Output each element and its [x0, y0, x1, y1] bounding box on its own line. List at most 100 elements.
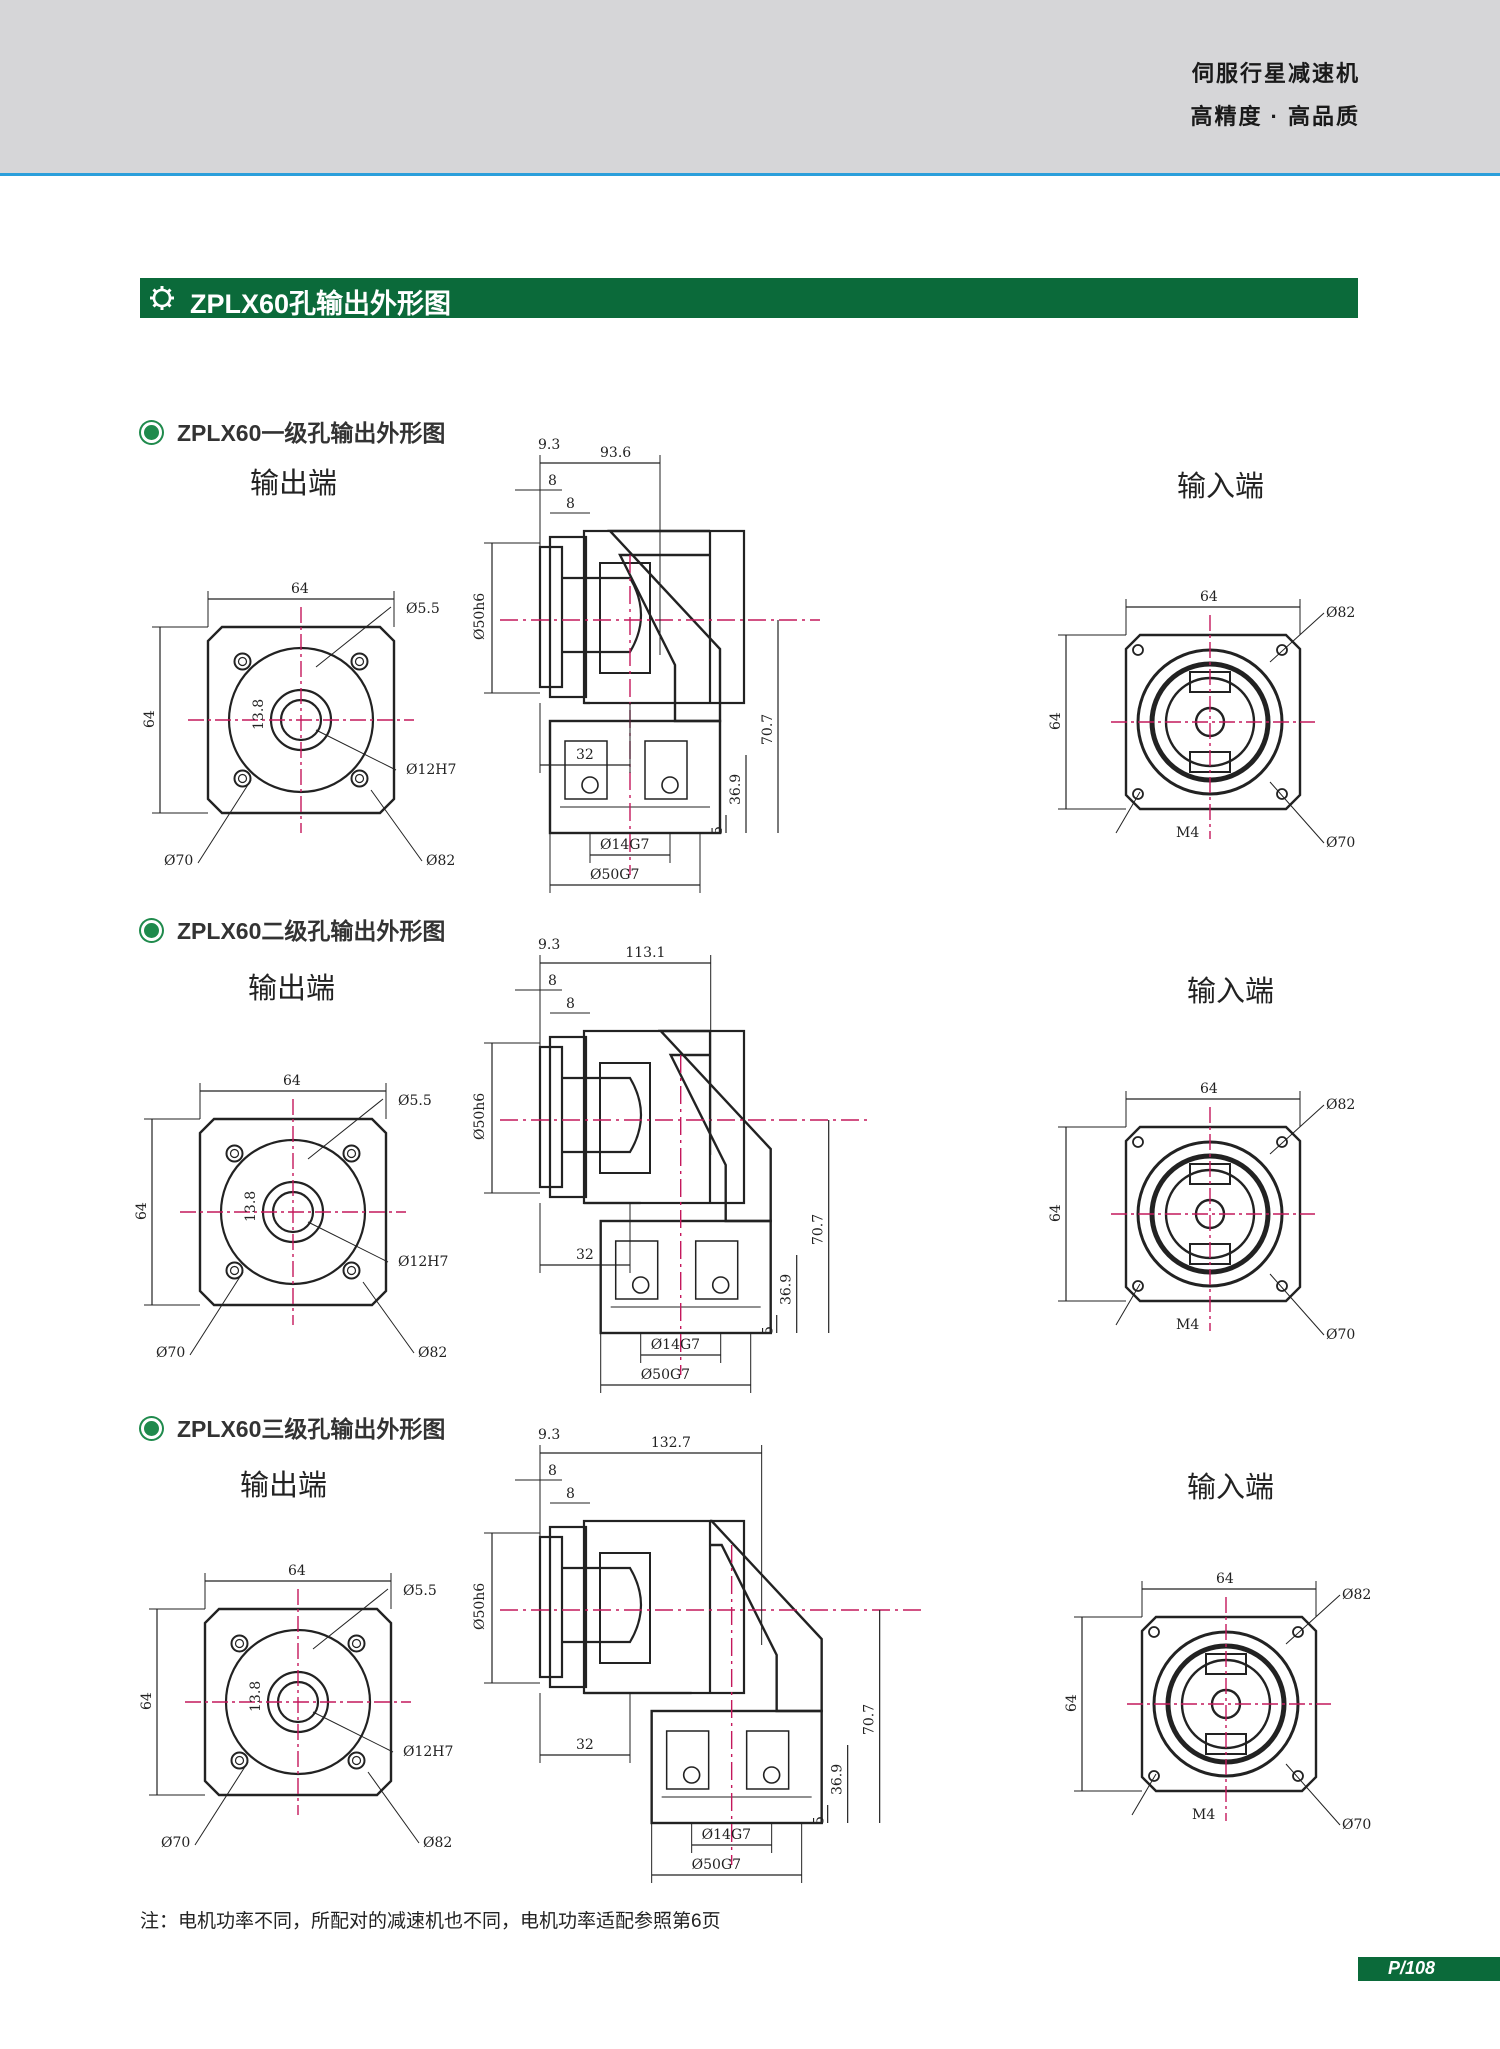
- drawing-outline: [614, 1240, 659, 1300]
- dim-input-d82: Ø82: [1326, 605, 1355, 621]
- dim-keyway: 13.8: [248, 1681, 264, 1712]
- drawing-line: [1285, 1763, 1341, 1826]
- page-header: [0, 0, 1500, 173]
- bullet-icon: [144, 1421, 159, 1437]
- dim-input-height: 64: [1064, 1694, 1080, 1712]
- output-bore-outline: [562, 1566, 643, 1644]
- dim-d82: Ø82: [423, 1835, 452, 1851]
- drawing-circle: [631, 1276, 650, 1294]
- dim-input-d70: Ø70: [1342, 1817, 1371, 1833]
- drawing-outline: [694, 1240, 739, 1300]
- output-bore-outline: [562, 576, 643, 654]
- drawing-outline: [745, 1730, 790, 1790]
- dim-width: 64: [288, 1563, 306, 1579]
- drawing-circle: [354, 773, 365, 784]
- dim-bore: Ø12H7: [406, 762, 456, 778]
- dim-14g7: Ø14G7: [651, 1337, 700, 1353]
- dim-8a: 8: [548, 1463, 557, 1479]
- dim-5: 5: [710, 826, 726, 835]
- output-end-label: 输出端: [248, 971, 336, 1005]
- elbow-housing: [607, 529, 722, 723]
- dim-input-d82: Ø82: [1342, 1587, 1371, 1603]
- drawing-line: [1269, 781, 1325, 844]
- dim-input-width: 64: [1216, 1571, 1234, 1587]
- drawing-line: [1115, 1283, 1141, 1326]
- dim-8b: 8: [566, 496, 575, 512]
- output-flange-outline: [203, 1607, 393, 1797]
- drawing-outline: [548, 719, 722, 835]
- drawing-outline: [650, 1709, 823, 1825]
- drawing-line: [1269, 1273, 1325, 1336]
- drawing-circle: [1276, 1136, 1288, 1148]
- dim-8b: 8: [566, 996, 575, 1012]
- drawing-circle: [346, 1265, 357, 1276]
- drawing-circle: [229, 1148, 240, 1159]
- dim-input-height: 64: [1048, 1204, 1064, 1222]
- input-flange-outline: [1124, 1125, 1302, 1303]
- drawing-circle: [1132, 1280, 1144, 1292]
- drawing-line: [1269, 1104, 1325, 1155]
- drawing-circle: [711, 1276, 730, 1294]
- dim-36-9: 36.9: [830, 1764, 846, 1795]
- drawing-circle: [1132, 644, 1144, 656]
- drawing-outline: [599, 562, 651, 674]
- dim-m4: M4: [1176, 825, 1199, 841]
- drawing-outline: [564, 740, 608, 800]
- dim-bore: Ø12H7: [398, 1254, 448, 1270]
- drawing-line: [307, 1098, 384, 1160]
- output-end-label: 输出端: [240, 1468, 328, 1502]
- dim-width: 64: [283, 1073, 301, 1089]
- dim-50g7: Ø50G7: [692, 1857, 741, 1873]
- dim-50g7: Ø50G7: [590, 867, 639, 883]
- drawing-circle: [1276, 1280, 1288, 1292]
- input-end-label: 输入端: [1187, 974, 1275, 1008]
- header-slogan: 高精度 · 高品质: [1190, 104, 1360, 129]
- dim-input-width: 64: [1200, 1081, 1218, 1097]
- drawing-circle: [346, 1148, 357, 1159]
- output-flange-outline: [206, 625, 396, 815]
- dim-hole: Ø5.5: [403, 1583, 437, 1599]
- dim-8a: 8: [548, 973, 557, 989]
- drawing-circle: [230, 1634, 249, 1653]
- drawing-line: [367, 1771, 420, 1844]
- drawing-circle: [234, 1755, 245, 1766]
- drawing-circle: [225, 1144, 244, 1163]
- dim-m4: M4: [1192, 1807, 1215, 1823]
- dim-d70: Ø70: [156, 1345, 185, 1361]
- drawing-line: [1285, 1594, 1341, 1645]
- drawing-line: [189, 1271, 244, 1356]
- dim-70-7: 70.7: [760, 714, 776, 745]
- output-end-label: 输出端: [250, 466, 338, 500]
- output-flange-outline: [198, 1117, 388, 1307]
- input-flange-outline: [1124, 633, 1302, 811]
- drawing-circle: [1276, 788, 1288, 800]
- drawing-circle: [237, 656, 248, 667]
- dim-bore: Ø12H7: [403, 1744, 453, 1760]
- bullet-icon: [144, 923, 159, 939]
- drawing-circle: [581, 776, 599, 794]
- input-flange-outline: [1140, 1615, 1318, 1793]
- drawing-outline: [548, 535, 588, 699]
- drawing-outline: [599, 1219, 772, 1335]
- dim-hole: Ø5.5: [398, 1093, 432, 1109]
- drawing-outline: [582, 1519, 746, 1695]
- drawing-circle: [347, 1751, 366, 1770]
- elbow-housing: [657, 1029, 772, 1223]
- dim-height: 64: [142, 710, 158, 728]
- footnote: 注：电机功率不同，所配对的减速机也不同，电机功率适配参照第6页: [140, 1911, 721, 1932]
- drawing-line: [362, 1281, 415, 1354]
- drawing-circle: [225, 1261, 244, 1280]
- dim-32: 32: [576, 747, 594, 763]
- drawing-circle: [682, 1766, 701, 1784]
- drawing-circle: [347, 1634, 366, 1653]
- drawing-outline: [644, 740, 688, 800]
- dim-9-3: 9.3: [538, 437, 560, 453]
- drawing-line: [312, 1588, 389, 1650]
- elbow-housing: [710, 1519, 823, 1713]
- dim-70-7: 70.7: [862, 1704, 878, 1735]
- drawing-circle: [342, 1261, 361, 1280]
- dim-width: 64: [291, 581, 309, 597]
- dim-input-d70: Ø70: [1326, 1327, 1355, 1343]
- drawing-line: [197, 779, 252, 864]
